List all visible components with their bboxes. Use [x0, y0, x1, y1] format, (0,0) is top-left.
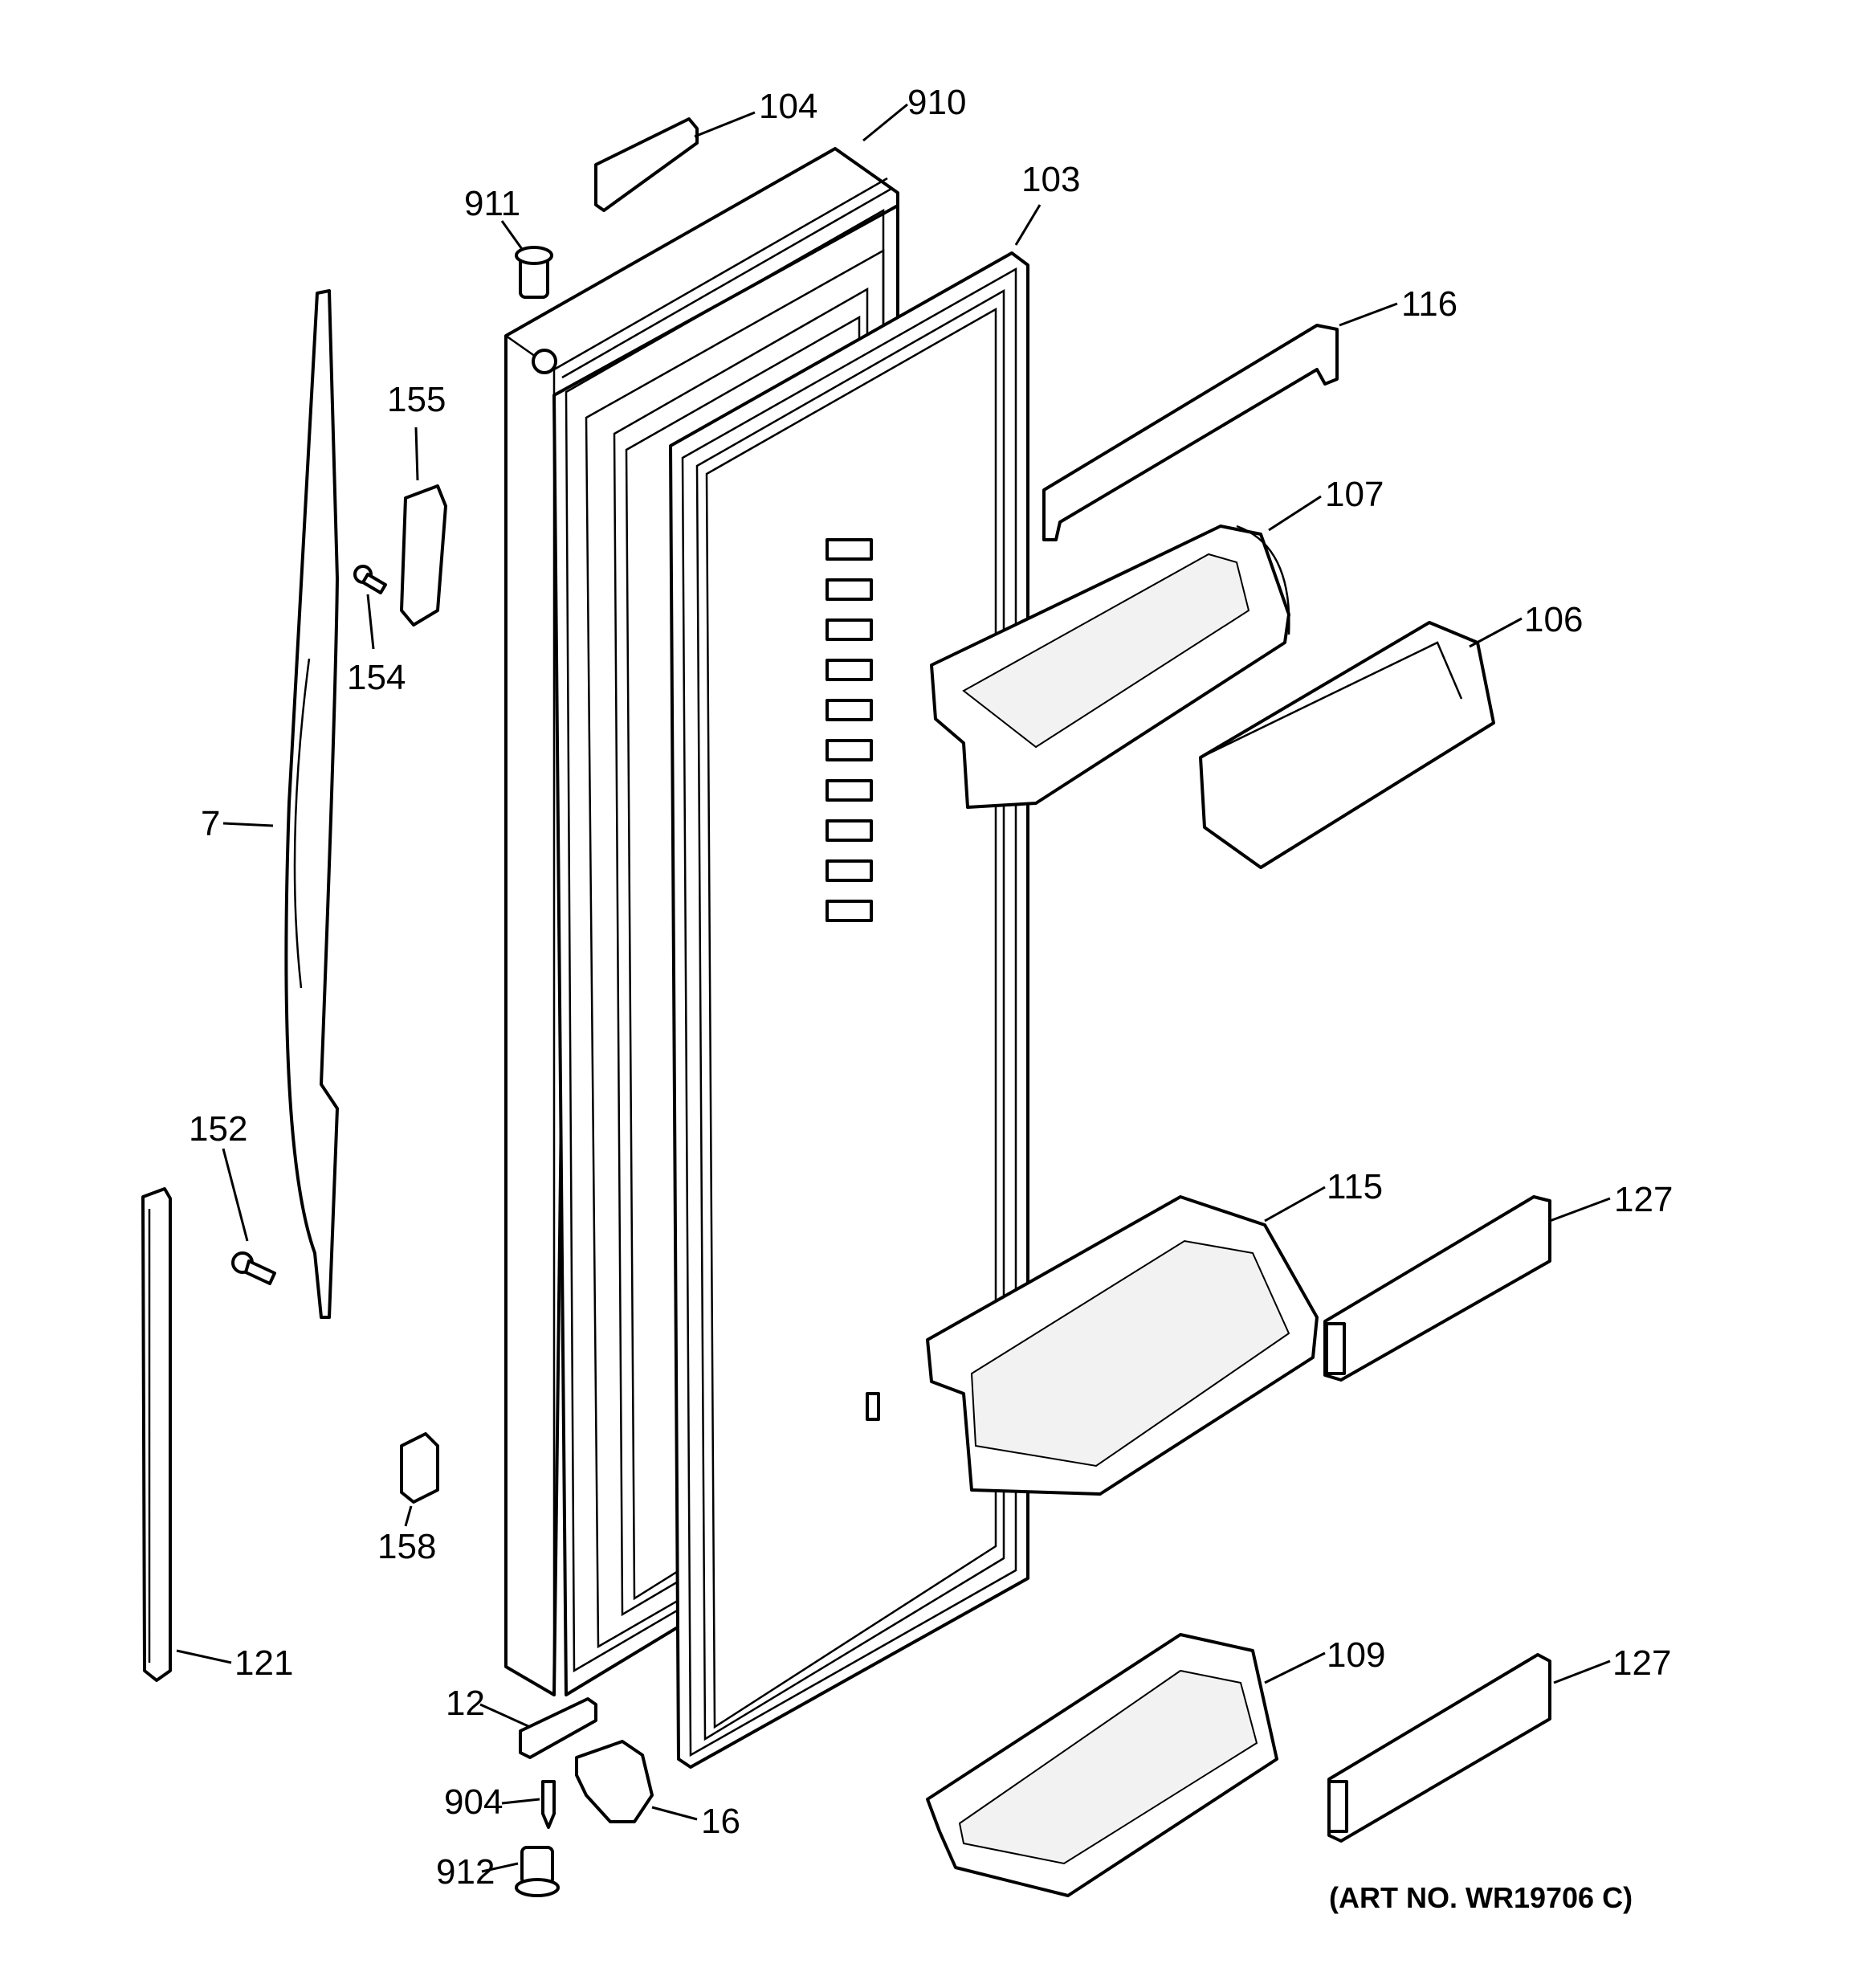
label-16: 16 [701, 1802, 740, 1841]
label-911: 911 [464, 184, 520, 223]
part-127-lower-bin-front [1327, 1653, 1551, 1843]
part-911-bushing [515, 246, 553, 299]
part-904-screw [541, 1780, 556, 1829]
part-116-trim-bar [1042, 324, 1339, 541]
part-107-door-bin [930, 525, 1290, 809]
part-106-bin-front [1199, 621, 1495, 869]
label-121: 121 [234, 1643, 293, 1683]
part-154-screw [353, 565, 387, 594]
label-910: 910 [907, 83, 966, 122]
label-103: 103 [1021, 160, 1080, 199]
label-116: 116 [1401, 284, 1457, 324]
label-109: 109 [1327, 1635, 1385, 1675]
part-7-door-handle [284, 289, 339, 1319]
label-107: 107 [1325, 475, 1384, 514]
part-155-hinge-bracket [400, 484, 447, 627]
part-152-screw [231, 1251, 276, 1285]
label-106: 106 [1524, 600, 1583, 639]
part-121-trim-strip [141, 1187, 172, 1682]
label-904: 904 [444, 1782, 503, 1822]
part-158-clip [400, 1432, 439, 1504]
part-labels: 104 910 911 103 116 155 107 154 106 7 15… [189, 83, 1673, 1892]
label-152: 152 [189, 1109, 247, 1149]
leader-lines [176, 103, 1611, 1873]
part-127-upper-bin-front [1323, 1195, 1551, 1382]
label-912: 912 [436, 1852, 495, 1892]
part-104-trim-cap [594, 117, 699, 212]
liner-shelf-tabs [826, 538, 880, 1421]
label-115: 115 [1327, 1167, 1383, 1206]
label-155: 155 [387, 380, 446, 419]
art-number: (ART NO. WR19706 C) [1329, 1881, 1633, 1914]
label-154: 154 [347, 658, 406, 697]
label-127-upper: 127 [1614, 1180, 1673, 1219]
label-104: 104 [759, 87, 817, 126]
part-115-door-bin [926, 1195, 1319, 1496]
label-127-lower: 127 [1612, 1643, 1671, 1683]
part-12-plate [519, 1697, 597, 1759]
label-12: 12 [446, 1684, 485, 1723]
part-912-bushing [515, 1846, 560, 1897]
part-16-cam [575, 1740, 654, 1823]
part-109-door-bin [926, 1633, 1278, 1897]
door-gasket [669, 251, 1029, 1769]
label-7: 7 [201, 804, 220, 843]
label-158: 158 [377, 1527, 436, 1566]
